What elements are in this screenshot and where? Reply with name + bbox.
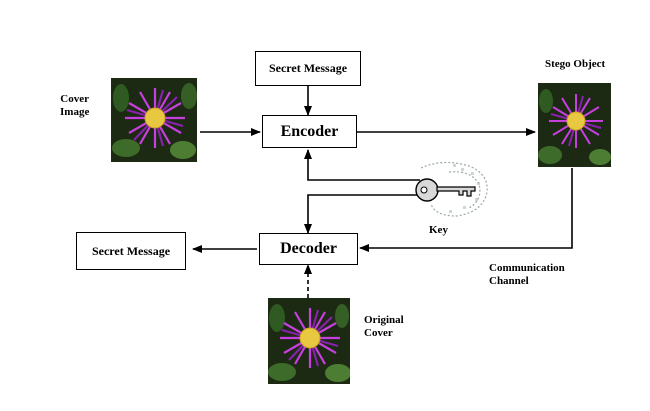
secret-message-top-label: Secret Message [268, 61, 348, 75]
stego-object-label: Stego Object [545, 58, 606, 70]
encoder-label: Encoder [280, 122, 339, 140]
encoder-box: Encoder [262, 115, 357, 148]
arrow-stego-to-decoder [359, 168, 573, 252]
arrow-key-to-encoder [304, 149, 420, 181]
arrow-key-to-decoder [304, 194, 420, 234]
original-cover-label: Original Cover [364, 314, 404, 339]
secret-message-output-box: Secret Message [76, 232, 186, 270]
key-icon [415, 161, 488, 217]
cover-image-label: Cover Image [60, 93, 90, 118]
decoder-box: Decoder [259, 233, 358, 265]
communication-channel-label: Communication Channel [489, 262, 565, 287]
cover-image-photo [111, 78, 197, 162]
secret-message-left-label: Secret Message [91, 243, 171, 258]
secret-message-input-box: Secret Message [255, 51, 361, 86]
stego-object-photo [538, 83, 611, 167]
original-cover-photo [268, 298, 350, 384]
decoder-label: Decoder [280, 240, 337, 257]
key-label: Key [429, 224, 448, 236]
